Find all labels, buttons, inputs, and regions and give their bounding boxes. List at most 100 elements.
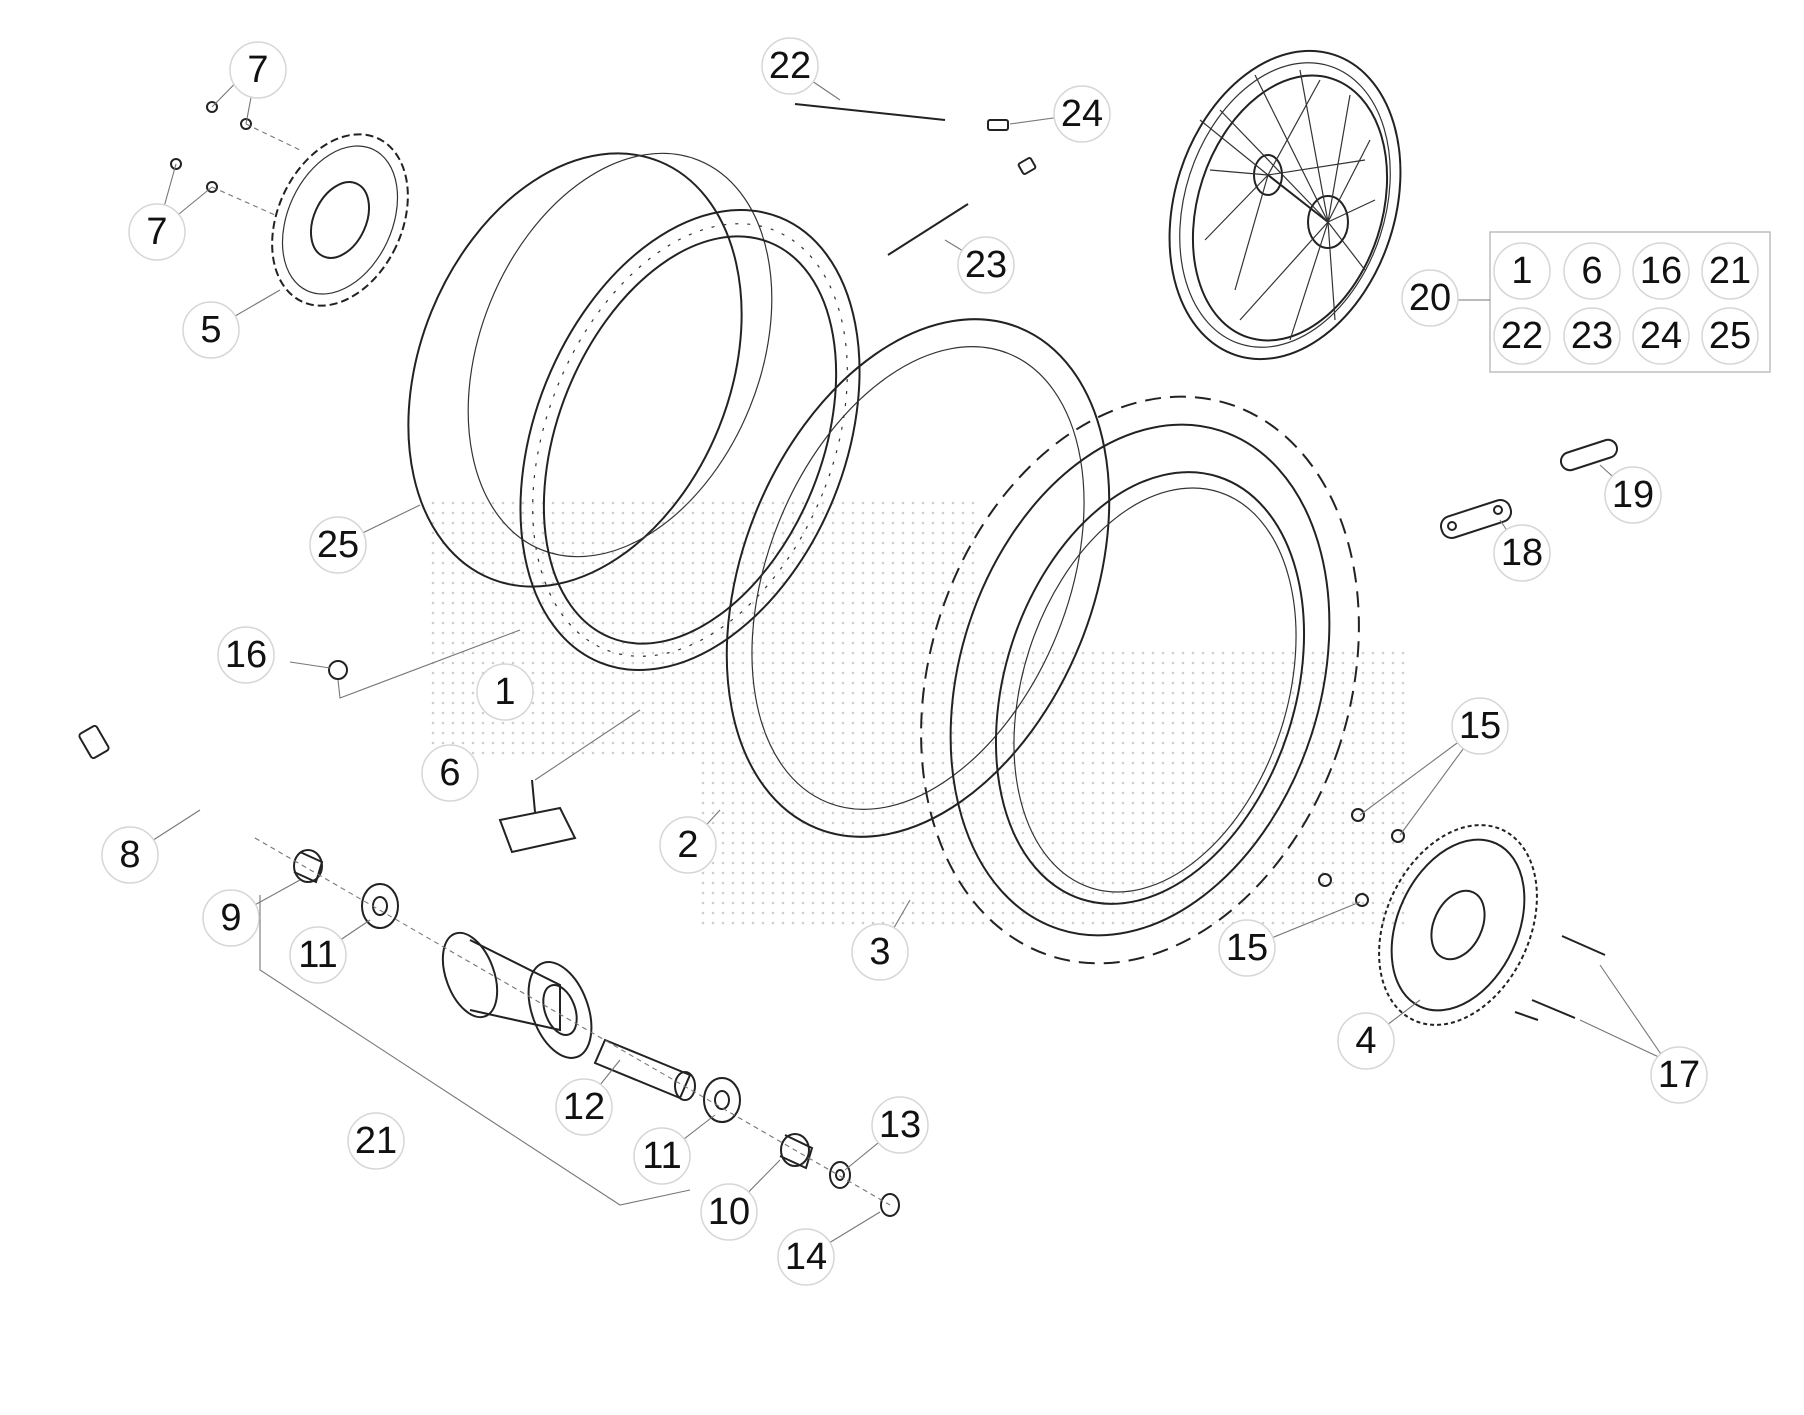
- callout-number: 12: [563, 1086, 605, 1128]
- callout-12: 12: [555, 1078, 613, 1136]
- callout-2: 2: [659, 816, 717, 874]
- rim: [519, 209, 861, 671]
- watermark: [430, 495, 1410, 930]
- washer-13: [829, 1161, 851, 1189]
- callout-9: 9: [202, 889, 260, 947]
- callout-25: 25: [309, 516, 367, 574]
- spoke-23: [887, 203, 969, 256]
- callout-number: 5: [200, 309, 221, 351]
- hub-bracket-21: [259, 895, 691, 1206]
- rim-tape: [407, 152, 773, 588]
- callout-11-right: 11: [633, 1127, 691, 1185]
- callout-number: 3: [869, 931, 890, 973]
- tyre: [920, 395, 1360, 965]
- chain-master-link: [1439, 499, 1513, 539]
- nut-16: [328, 629, 521, 699]
- callout-3: 3: [851, 923, 909, 981]
- callout-15-top: 15: [1451, 697, 1509, 755]
- callout-7-left: 7: [128, 203, 186, 261]
- axle: [78, 724, 258, 842]
- callout-number: 6: [439, 752, 460, 794]
- callout-23: 23: [957, 236, 1015, 294]
- callout-7-top: 7: [229, 41, 287, 99]
- callout-number: 23: [965, 244, 1007, 286]
- callout-number: 10: [708, 1191, 750, 1233]
- sprocket: [1378, 824, 1538, 1026]
- callout-22: 22: [761, 37, 819, 95]
- kit-callout-24: 24: [1632, 307, 1690, 365]
- callout-number: 1: [494, 671, 515, 713]
- hub: [441, 931, 593, 1059]
- callout-8: 8: [101, 826, 159, 884]
- inner-tube: [725, 318, 1111, 838]
- kit-callout-23: 23: [1563, 307, 1621, 365]
- callout-number: 25: [317, 524, 359, 566]
- callout-number: 18: [1501, 532, 1543, 574]
- callout-number: 15: [1459, 705, 1501, 747]
- kit-number: 23: [1571, 315, 1613, 357]
- callout-number: 4: [1355, 1020, 1376, 1062]
- callout-20: 20: [1401, 269, 1459, 327]
- kit-number: 22: [1501, 315, 1543, 357]
- spoke-22: [794, 103, 946, 121]
- kit-number: 25: [1709, 315, 1751, 357]
- callout-24: 24: [1053, 85, 1111, 143]
- callout-4: 4: [1337, 1012, 1395, 1070]
- callout-21: 21: [347, 1112, 405, 1170]
- callout-number: 8: [119, 834, 140, 876]
- callout-number: 21: [355, 1120, 397, 1162]
- callout-number: 24: [1061, 93, 1103, 135]
- kit-number: 6: [1581, 250, 1602, 292]
- kit-callout-6: 6: [1563, 242, 1621, 300]
- kit-callout-25: 25: [1701, 307, 1759, 365]
- callout-18: 18: [1493, 524, 1551, 582]
- callout-16: 16: [217, 626, 275, 684]
- callout-number: 11: [642, 1135, 681, 1177]
- kit-number: 21: [1709, 250, 1751, 292]
- callout-number: 15: [1226, 927, 1268, 969]
- callout-number: 2: [677, 824, 698, 866]
- callout-number: 9: [220, 897, 241, 939]
- callout-labels: 7 7 5 22 24 23 20 25 16 1 6 8 9 11 21 12…: [101, 37, 1708, 1286]
- rim-lock: [498, 709, 641, 854]
- callout-6: 6: [421, 744, 479, 802]
- callout-number: 20: [1409, 277, 1451, 319]
- kit-number: 16: [1640, 250, 1682, 292]
- kit-callout-1: 1: [1493, 242, 1551, 300]
- kit-callout-16: 16: [1632, 242, 1690, 300]
- nut-15-group: [1318, 808, 1405, 907]
- kit-callout-21: 21: [1701, 242, 1759, 300]
- callout-number: 13: [879, 1104, 921, 1146]
- callout-15-bottom: 15: [1218, 919, 1276, 977]
- nut-7-group: [170, 101, 301, 216]
- callout-17: 17: [1650, 1046, 1708, 1104]
- callout-number: 7: [247, 49, 268, 91]
- callout-11-left: 11: [289, 926, 347, 984]
- callout-14: 14: [777, 1228, 835, 1286]
- nut-14: [880, 1193, 900, 1217]
- callout-number: 7: [146, 211, 167, 253]
- callout-10: 10: [700, 1183, 758, 1241]
- complete-wheel: [1168, 49, 1402, 361]
- callout-number: 14: [785, 1236, 827, 1278]
- kit-box-labels: 1 6 16 21 22 23 24 25: [1493, 242, 1759, 365]
- callout-13: 13: [871, 1096, 929, 1154]
- brake-disc: [271, 133, 409, 307]
- nipple-24: [987, 119, 1037, 175]
- callout-1: 1: [476, 663, 534, 721]
- callout-5: 5: [182, 301, 240, 359]
- callout-number: 17: [1658, 1054, 1700, 1096]
- spacer-9: [293, 849, 324, 884]
- kit-number: 1: [1511, 250, 1532, 292]
- kit-number: 24: [1640, 315, 1682, 357]
- bearing-11-right: [703, 1077, 741, 1123]
- callout-number: 22: [769, 45, 811, 87]
- bolt-17-group: [1514, 935, 1666, 1061]
- callout-number: 11: [298, 934, 337, 976]
- callout-number: 16: [225, 634, 267, 676]
- callout-19: 19: [1604, 466, 1662, 524]
- kit-callout-22: 22: [1493, 307, 1551, 365]
- chain-clip: [1559, 438, 1619, 472]
